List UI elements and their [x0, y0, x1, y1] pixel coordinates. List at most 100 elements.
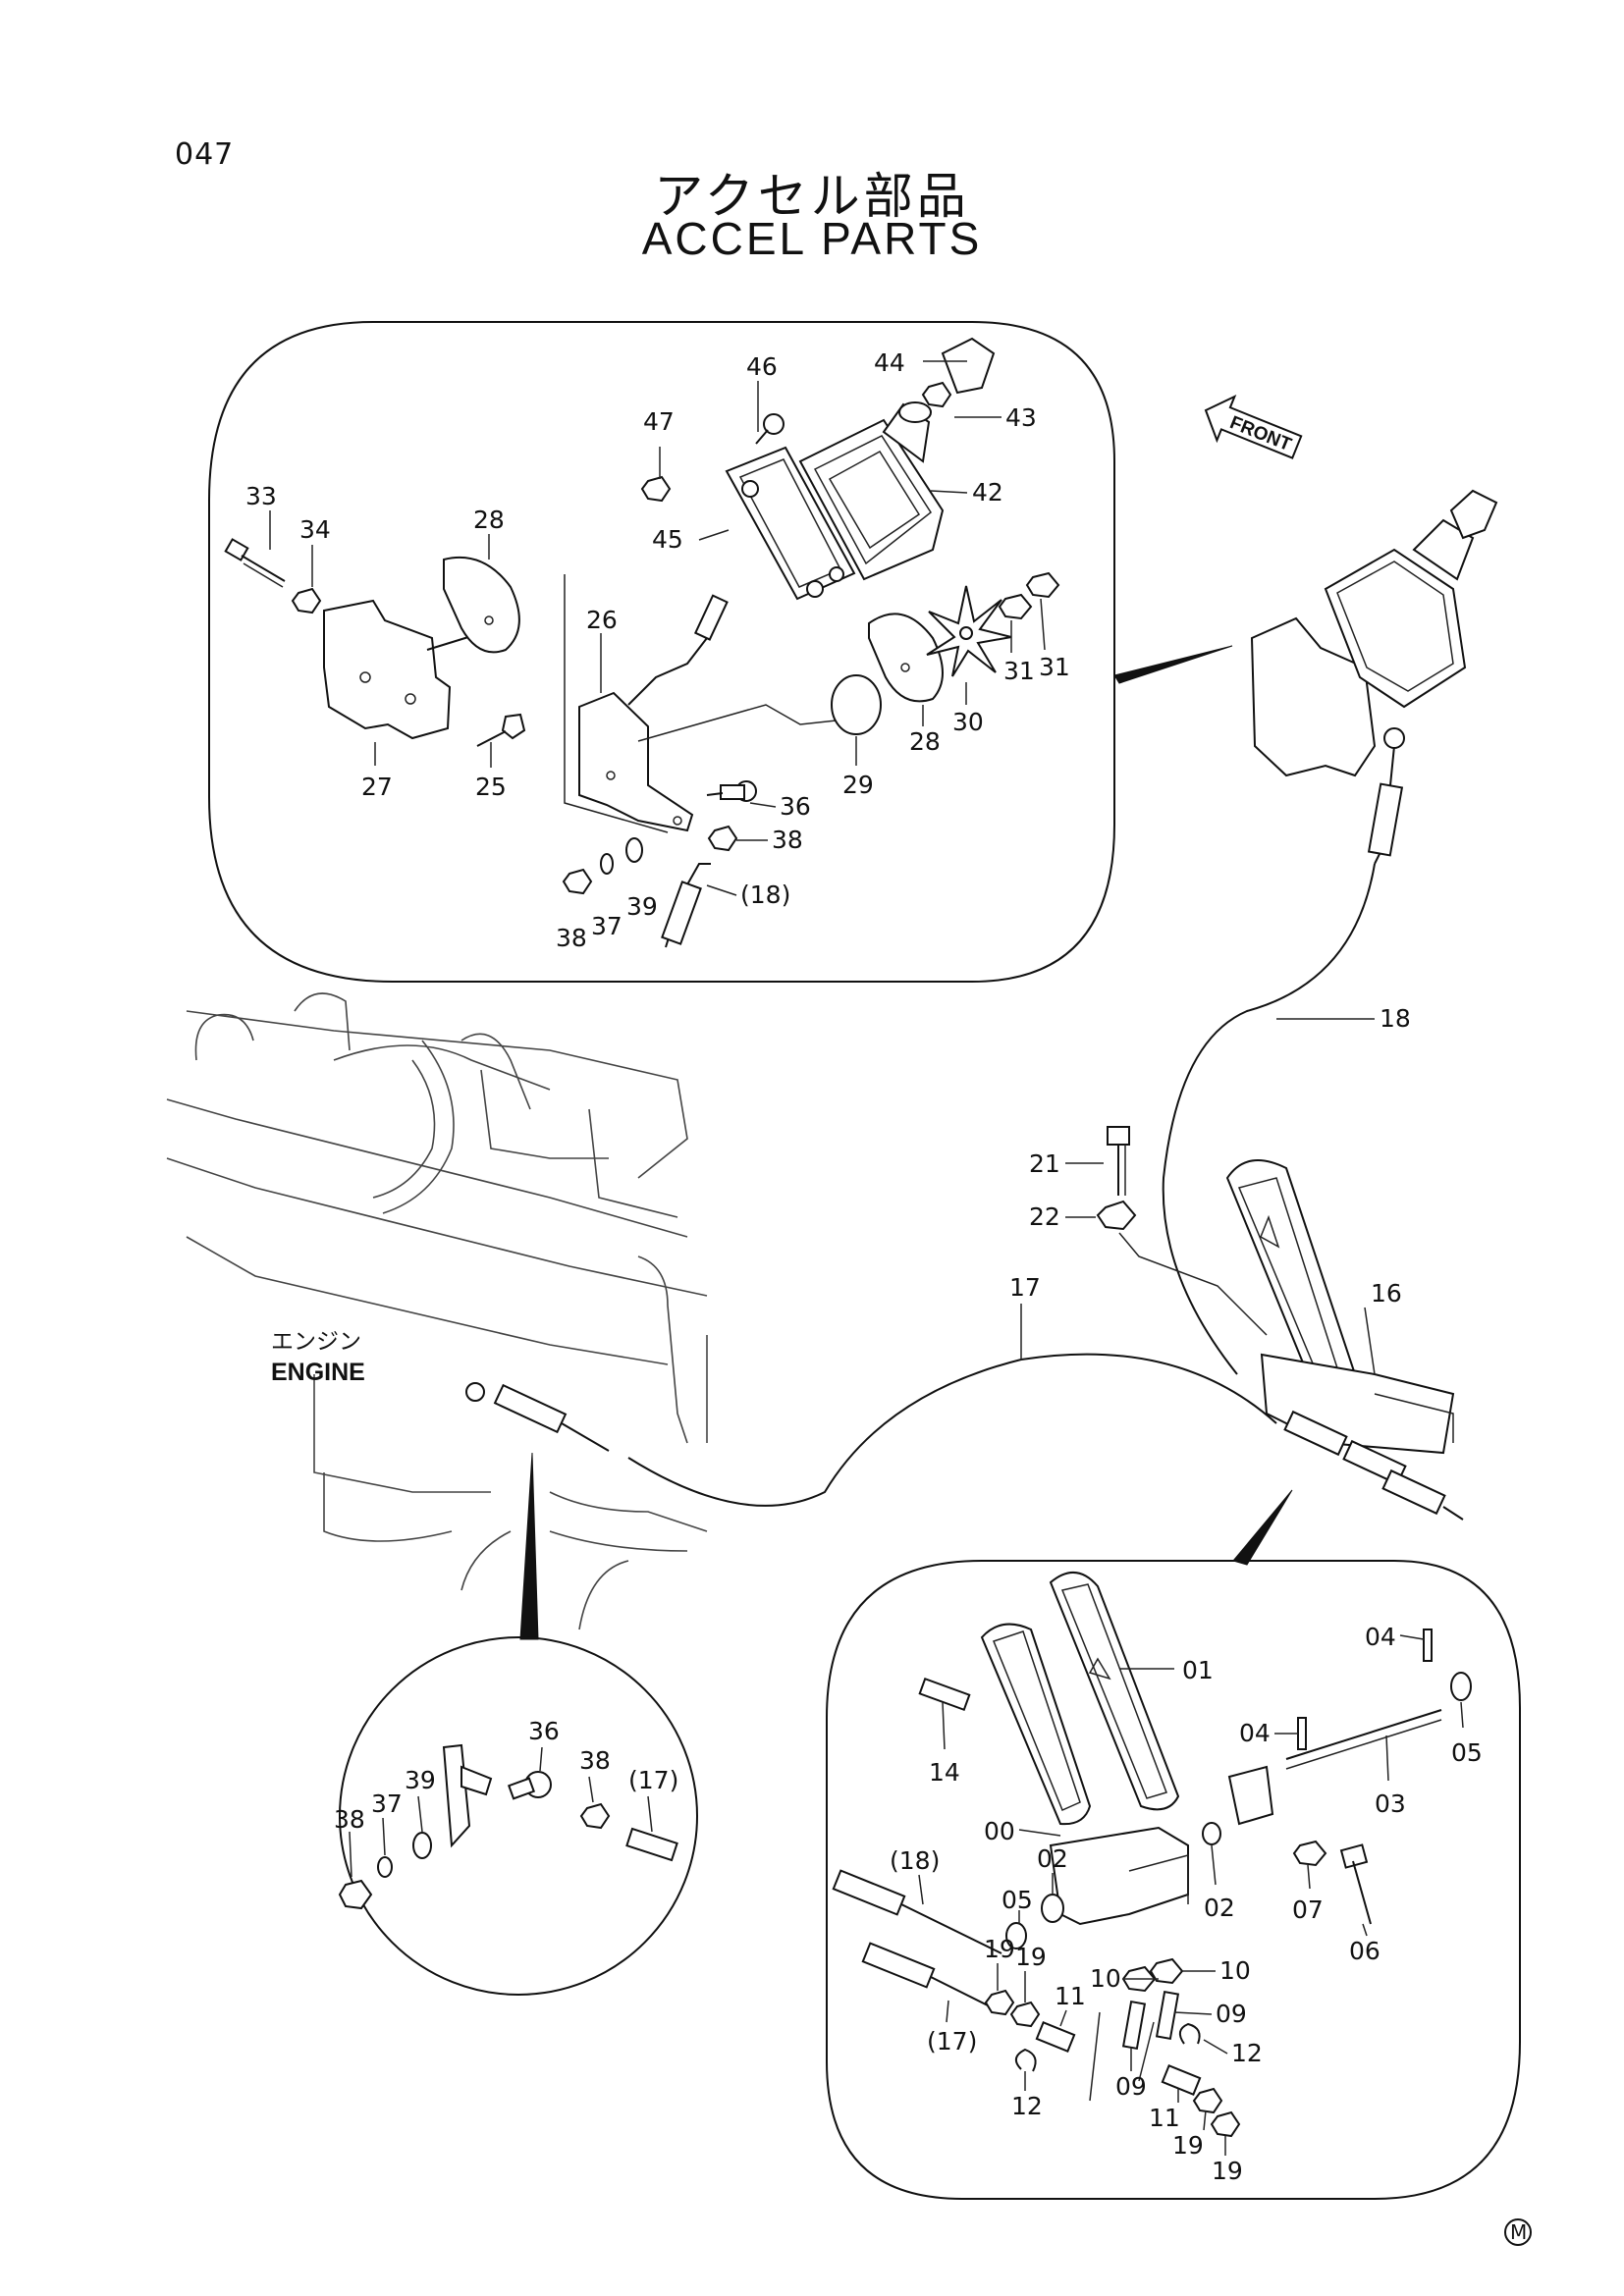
callout-19-b: 19: [1015, 1943, 1047, 1971]
cable-17: [627, 1353, 1277, 1507]
callout-00: 00: [984, 1817, 1015, 1845]
callout-12-a: 12: [1011, 2092, 1043, 2120]
pointer-lever: [1113, 645, 1233, 684]
lever-assembly-main: [1250, 489, 1498, 865]
plate-28-upper: [443, 556, 520, 654]
callout-47: 47: [643, 407, 675, 436]
bolt-33: [224, 538, 286, 588]
circled-mark: M: [1504, 2218, 1532, 2246]
callout-44: 44: [874, 348, 905, 377]
detail-circle-engine: [339, 1636, 698, 1996]
nut-31a: [998, 593, 1033, 620]
callout-18-paren-pedal: (18): [890, 1846, 940, 1875]
washer-29: [831, 674, 882, 735]
washer-37: [600, 853, 614, 875]
callout-31-a: 31: [1003, 657, 1035, 685]
pointer-engine-detail: [519, 1452, 539, 1640]
callout-18: 18: [1380, 1004, 1411, 1033]
circle-detail-parts: [338, 1743, 678, 1910]
engine-outline: [166, 992, 708, 1630]
callout-37-circle: 37: [371, 1789, 403, 1818]
callout-39-circle: 39: [405, 1766, 436, 1794]
callout-46: 46: [746, 352, 778, 381]
callout-19-a: 19: [984, 1935, 1015, 1963]
callout-10-b: 10: [1219, 1956, 1251, 1985]
callout-42: 42: [972, 478, 1003, 507]
callout-14: 14: [929, 1758, 960, 1787]
callout-21: 21: [1029, 1149, 1060, 1178]
callout-09-b: 09: [1115, 2072, 1147, 2101]
callout-19-c: 19: [1172, 2131, 1204, 2160]
callout-22: 22: [1029, 1202, 1060, 1231]
callout-38-circle-b: 38: [334, 1805, 365, 1834]
leaders-frame: [269, 360, 1046, 896]
plate-28-lower: [868, 613, 944, 703]
callout-18-paren-frame: (18): [740, 881, 790, 909]
callout-28-upper: 28: [473, 506, 505, 534]
callout-09-a: 09: [1216, 2000, 1247, 2028]
callout-38-circle-a: 38: [579, 1746, 611, 1775]
assembly-line-b: [637, 704, 855, 742]
callout-39: 39: [626, 892, 658, 921]
callout-29: 29: [842, 771, 874, 799]
callout-12-b: 12: [1231, 2039, 1263, 2067]
pedal-detail-parts: [832, 1572, 1472, 2138]
callout-03: 03: [1375, 1789, 1406, 1818]
callout-17: 17: [1009, 1273, 1041, 1302]
leaders-circle: [349, 1746, 653, 1878]
callout-16: 16: [1371, 1279, 1402, 1308]
engine-cable-end: [465, 1382, 610, 1452]
callout-05-left: 05: [1001, 1886, 1033, 1914]
engine-label-en: ENGINE: [271, 1359, 365, 1386]
callout-10-a: 10: [1090, 1964, 1121, 1993]
assembly-line-a: [564, 574, 669, 833]
nut-43: [921, 381, 952, 408]
callout-36: 36: [780, 792, 811, 821]
callout-30: 30: [952, 708, 984, 736]
callout-43: 43: [1005, 403, 1037, 432]
nut-34: [291, 587, 322, 614]
callout-07: 07: [1292, 1896, 1324, 1924]
callout-06: 06: [1349, 1937, 1380, 1965]
callout-38-lower: 38: [556, 924, 587, 952]
lever-bracket-26: [578, 691, 694, 832]
lever-rod-end: [693, 594, 729, 641]
callout-11-a: 11: [1055, 1982, 1086, 2010]
title-english: ACCEL PARTS: [641, 213, 983, 264]
lever-rod: [627, 637, 708, 706]
callout-05-right: 05: [1451, 1738, 1483, 1767]
callout-01: 01: [1182, 1656, 1214, 1684]
callout-26: 26: [586, 606, 618, 634]
callout-04-a: 04: [1365, 1623, 1396, 1651]
front-arrow: FRONT: [1204, 394, 1303, 459]
callout-45: 45: [652, 525, 683, 554]
boot-42: [798, 401, 945, 581]
nut-22: [1096, 1200, 1137, 1231]
washer-39: [625, 837, 643, 863]
engine-label-jp: エンジン: [271, 1328, 361, 1354]
assembly-line-22: [1118, 1232, 1268, 1336]
callout-38-upper: 38: [772, 826, 803, 854]
callout-02-right: 02: [1204, 1894, 1235, 1922]
callout-36-circle: 36: [528, 1717, 560, 1745]
bolt-25: [476, 713, 526, 747]
ball-joint-36: [706, 780, 757, 802]
cable-18: [1162, 863, 1376, 1375]
callout-31-b: 31: [1039, 653, 1070, 681]
cover-plate-45: [725, 446, 856, 601]
callout-27: 27: [361, 773, 393, 801]
title-japanese: アクセル部品: [654, 168, 970, 225]
star-washer-30: [926, 585, 1012, 677]
cable-end-18-detail: [661, 863, 711, 948]
nut-47: [640, 475, 672, 503]
callout-02-left: 02: [1037, 1844, 1068, 1873]
callout-33: 33: [245, 482, 277, 510]
page-number: 047: [175, 137, 235, 172]
nut-38-upper: [707, 825, 738, 852]
circled-mark-letter: M: [1510, 2220, 1527, 2244]
pointer-pedal-detail: [1232, 1489, 1293, 1566]
detail-frame-pedal: [826, 1560, 1521, 2200]
pedal-cable-ends: [1283, 1410, 1464, 1521]
nut-38-lower: [562, 868, 593, 895]
